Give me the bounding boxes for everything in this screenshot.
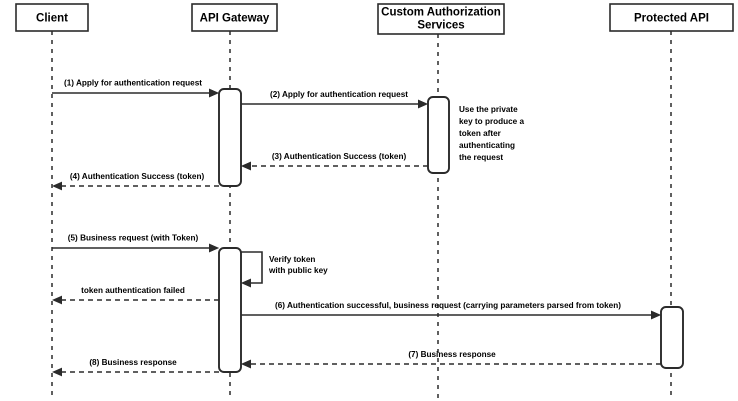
- message-self-verify-line[interactable]: [241, 251, 263, 284]
- participant-client-box[interactable]: [15, 3, 89, 32]
- message-2-label: (2) Apply for authentication request: [270, 90, 408, 99]
- overlay-arrowhead-message-6-icon: [651, 310, 661, 320]
- overlay-arrowhead-message-7-icon: [241, 359, 251, 369]
- message-3-label: (3) Authentication Success (token): [272, 152, 407, 161]
- participant-custom-authorization-services-box[interactable]: [377, 3, 505, 35]
- participant-api-gateway[interactable]: API Gateway: [191, 3, 278, 32]
- message-8[interactable]: (8) Business response: [52, 358, 219, 377]
- message-self-verify-label-line2: with public key: [268, 266, 328, 275]
- note-private-key-line-4: authenticating: [459, 141, 515, 150]
- message-8-label: (8) Business response: [89, 358, 177, 367]
- participant-protected-api-label: Protected API: [634, 13, 709, 25]
- message-5-label: (5) Business request (with Token): [68, 234, 199, 243]
- message-3[interactable]: (3) Authentication Success (token): [241, 152, 428, 171]
- lifelines-layer: [51, 31, 672, 398]
- participant-headers-layer: Client API Gateway Custom Authorization …: [15, 3, 734, 35]
- activation-api-gateway-auth[interactable]: [218, 88, 242, 187]
- participant-client[interactable]: Client: [15, 3, 89, 32]
- message-4[interactable]: (4) Authentication Success (token): [52, 172, 219, 191]
- message-4-arrowhead-icon: [52, 181, 62, 191]
- message-token-authentication-failed[interactable]: token authentication failed: [52, 286, 219, 305]
- overlay-arrowhead-message-2-icon: [418, 99, 428, 109]
- message-token-authentication-failed-arrowhead-icon: [52, 295, 62, 305]
- message-self-verify-label-line1: Verify token: [269, 255, 315, 264]
- note-private-key: Use the private key to produce a token a…: [459, 105, 525, 162]
- note-private-key-line-1: Use the private: [459, 105, 518, 114]
- participant-api-gateway-box[interactable]: [191, 3, 278, 32]
- message-4-label: (4) Authentication Success (token): [70, 172, 205, 181]
- overlay-arrowhead-message-1-icon: [209, 88, 219, 98]
- message-2[interactable]: (2) Apply for authentication request: [241, 90, 428, 109]
- note-private-key-line-3: token after: [459, 129, 502, 138]
- participant-protected-api[interactable]: Protected API: [609, 3, 734, 32]
- message-5[interactable]: (5) Business request (with Token): [52, 234, 219, 253]
- message-7-label: (7) Business response: [408, 350, 496, 359]
- arrowheads-overlay-layer: [209, 88, 661, 369]
- note-private-key-line-2: key to produce a: [459, 117, 525, 126]
- message-7[interactable]: (7) Business response: [241, 350, 661, 369]
- activation-protected-api[interactable]: [660, 306, 684, 369]
- activations-layer: [218, 88, 684, 373]
- overlay-arrowhead-message-self-verify-icon: [241, 278, 251, 288]
- overlay-arrowhead-message-5-icon: [209, 243, 219, 253]
- activation-custom-authorization-services[interactable]: [427, 96, 450, 174]
- participant-protected-api-box[interactable]: [609, 3, 734, 32]
- participant-api-gateway-label: API Gateway: [200, 13, 270, 25]
- message-token-authentication-failed-label: token authentication failed: [81, 286, 185, 295]
- message-6-label: (6) Authentication successful, business …: [275, 301, 621, 310]
- participant-custom-authorization-services-label-line2: Services: [417, 20, 464, 32]
- message-1-label: (1) Apply for authentication request: [64, 79, 202, 88]
- messages-layer: (1) Apply for authentication request (2)…: [52, 79, 661, 377]
- message-6[interactable]: (6) Authentication successful, business …: [241, 301, 661, 320]
- message-1[interactable]: (1) Apply for authentication request: [52, 79, 219, 98]
- activation-api-gateway-business[interactable]: [218, 247, 242, 373]
- overlay-arrowhead-message-3-icon: [241, 161, 251, 171]
- message-8-arrowhead-icon: [52, 367, 62, 377]
- participant-custom-authorization-services-label-line1: Custom Authorization: [381, 7, 501, 19]
- message-self-verify[interactable]: Verify token with public key: [241, 251, 328, 288]
- participant-custom-authorization-services[interactable]: Custom Authorization Services: [377, 3, 505, 35]
- note-private-key-line-5: the request: [459, 153, 503, 162]
- participant-client-label: Client: [36, 13, 68, 25]
